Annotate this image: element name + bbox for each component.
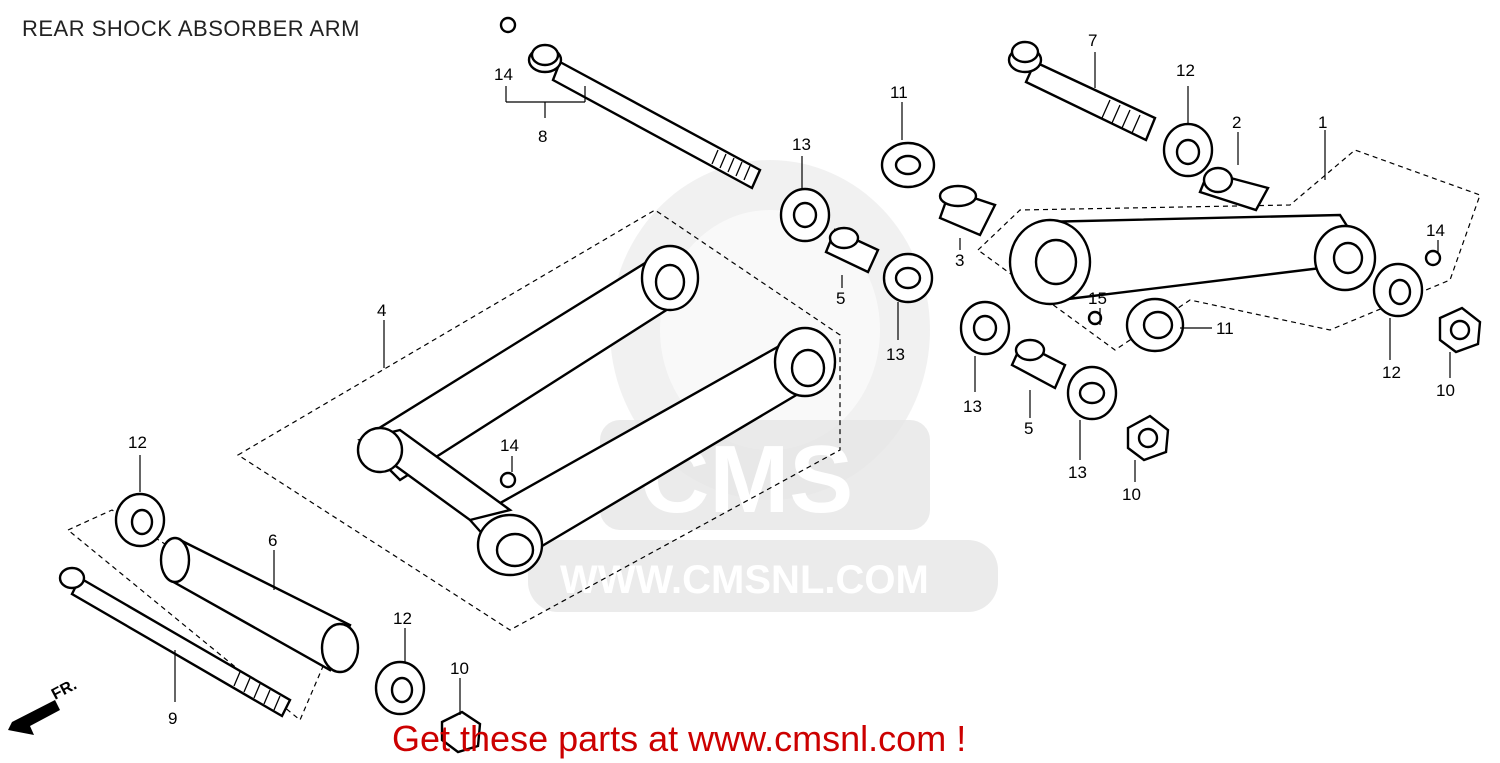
callout-9: 9: [168, 709, 177, 728]
flange-nuts: [440, 306, 1482, 754]
callout-12-bottom: 12: [393, 609, 412, 628]
callout-14-right: 14: [1426, 221, 1445, 240]
callout-14-top: 14: [494, 65, 513, 84]
direction-label: FR.: [49, 676, 80, 703]
callout-13-a: 13: [792, 135, 811, 154]
callouts: 1 2 3 4 5 5 6 7 8 9 10 10 10 11 11 12 12…: [128, 31, 1455, 728]
callout-1: 1: [1318, 113, 1327, 132]
callout-13-b: 13: [886, 345, 905, 364]
collar-2: [1198, 166, 1270, 212]
rear-pivot-bolt: [58, 566, 292, 718]
callout-8: 8: [538, 127, 547, 146]
promo-footer-link[interactable]: Get these parts at www.cmsnl.com !: [392, 718, 967, 759]
page-title: REAR SHOCK ABSORBER ARM: [22, 16, 360, 41]
callout-4: 4: [377, 301, 386, 320]
callout-11-right: 11: [1216, 319, 1234, 338]
watermark-url: WWW.CMSNL.COM: [560, 558, 929, 602]
callout-7: 7: [1088, 31, 1097, 50]
callout-14-middle: 14: [500, 436, 519, 455]
shock-arm: [356, 244, 837, 577]
callout-12-right: 12: [1382, 363, 1401, 382]
arm-assembly-outline: [236, 209, 841, 631]
shock-link: [1008, 213, 1377, 306]
callout-12-top: 12: [1176, 61, 1195, 80]
collar-3: [938, 184, 997, 237]
callout-6: 6: [268, 531, 277, 550]
dust-seals: [114, 122, 1424, 716]
pivot-collar: [159, 536, 360, 674]
callout-12-left: 12: [128, 433, 147, 452]
link-bolt: [1007, 40, 1157, 142]
callout-3: 3: [955, 251, 964, 270]
callout-11-top: 11: [890, 83, 908, 102]
collar-5-lower: [1010, 338, 1067, 390]
callout-13-c: 13: [963, 397, 982, 416]
callout-10-middle: 10: [1122, 485, 1141, 504]
callout-10-right: 10: [1436, 381, 1455, 400]
callout-5-upper: 5: [836, 289, 845, 308]
callout-5-lower: 5: [1024, 419, 1033, 438]
grease-fittings: [499, 16, 1442, 489]
pivot-bolt: [527, 43, 762, 190]
front-direction-arrow-icon: FR.: [8, 676, 80, 735]
leader-lines: [139, 52, 1451, 715]
callout-10-bottom: 10: [450, 659, 469, 678]
callout-2: 2: [1232, 113, 1241, 132]
collar-5-upper: [824, 226, 880, 274]
callout-15: 15: [1088, 289, 1107, 308]
callout-13-d: 13: [1068, 463, 1087, 482]
